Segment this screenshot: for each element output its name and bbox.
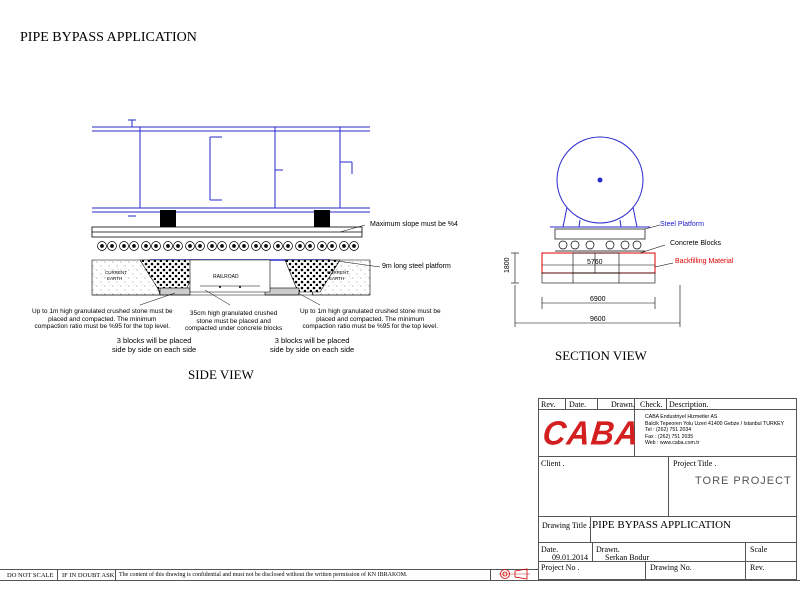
blocks-note-left: 3 blocks will be placed side by side on … (112, 336, 197, 354)
gravel-right (284, 259, 341, 293)
wheel-hub (232, 244, 236, 248)
right-stone-note: Up to 1m high granulated crushed stone m… (300, 308, 441, 330)
current-earth-left-2: EARTH (107, 276, 122, 281)
wheel-hub (276, 244, 280, 248)
scale-label: Scale (750, 545, 768, 554)
left-stone-note: Up to 1m high granulated crushed stone m… (32, 308, 173, 330)
current-earth-right-2: EARTH (329, 276, 344, 281)
wheel-hub (220, 244, 224, 248)
tb-description-header: Description. (669, 400, 709, 409)
wheel-hub (254, 244, 258, 248)
transporter (91, 226, 363, 238)
project-title-label: Project Title . (673, 459, 717, 468)
section-view-label: SECTION VIEW (555, 348, 647, 363)
wheel-hub (166, 244, 170, 248)
drawn-value: Serkan Bodur (605, 553, 650, 562)
confidential-note: The content of this drawing is confident… (119, 572, 408, 578)
support-block-right (314, 210, 330, 227)
projection-symbol-icon (499, 568, 530, 580)
wheel-hub (264, 244, 268, 248)
caba-logo: CABA (541, 414, 642, 452)
wheel-hub (154, 244, 158, 248)
dim-inner: 5760 (587, 259, 603, 266)
project-no-label: Project No . (541, 563, 580, 572)
concrete-block-left (159, 287, 191, 296)
dim-height: 1800 (504, 257, 511, 273)
tb-rev-header: Rev. (541, 400, 556, 409)
concrete-blocks-label: Concrete Blocks (670, 240, 721, 247)
wheel-hub (308, 244, 312, 248)
wheel-hub (342, 244, 346, 248)
wheel-hub (110, 244, 114, 248)
wheel-hub (188, 244, 192, 248)
railroad-label: RAILROAD (213, 274, 239, 280)
center-stone-note: 35cm high granulated crushed stone must … (185, 310, 283, 332)
tb-drawn-header: Drawn. (611, 400, 635, 409)
section-transporter (554, 228, 646, 252)
platform-note: 9m long steel platform (382, 263, 451, 270)
date-value: 09.01.2014 (552, 553, 588, 562)
wheel-hub (144, 244, 148, 248)
wheel-hub (320, 244, 324, 248)
side-view-drawing: RAILROAD CURRENT EARTH CURRENT EARTH (91, 119, 381, 306)
rev-label: Rev. (750, 563, 765, 572)
wheel-hub (132, 244, 136, 248)
wheel-hub (352, 244, 356, 248)
client-label: Client . (541, 459, 565, 468)
wheel-hub (198, 244, 202, 248)
company-info: CABA Endustriyel Hizmetler AS Balcik Tep… (645, 414, 785, 446)
drawing-title-label: Drawing Title . (542, 521, 591, 530)
current-earth-right-1: CURRENT (327, 270, 349, 275)
blocks-note-right: 3 blocks will be placed side by side on … (270, 336, 355, 354)
if-in-doubt: IF IN DOUBT ASK (62, 572, 115, 579)
title-block (538, 398, 797, 580)
wheel-hub (210, 244, 214, 248)
wheel-hub (298, 244, 302, 248)
dim-outer: 9600 (590, 316, 606, 323)
section-view-drawing: 1800 5760 6900 9600 (504, 136, 681, 327)
drawing-no-label: Drawing No. (650, 563, 692, 572)
railroad-bed (189, 259, 271, 293)
do-not-scale: DO NOT SCALE (7, 572, 54, 579)
tb-date-header: Date. (569, 400, 587, 409)
pipe-rack (92, 119, 370, 217)
date-label: Date. (541, 545, 559, 554)
support-block-left (160, 210, 176, 227)
wheel-hub (100, 244, 104, 248)
project-title-value: TORE PROJECT (695, 475, 792, 487)
transporter-wheels (97, 241, 359, 251)
page-title: PIPE BYPASS APPLICATION (20, 30, 197, 45)
wheel-hub (286, 244, 290, 248)
wheel-hub (330, 244, 334, 248)
wheel-hub (242, 244, 246, 248)
slope-note: Maximum slope must be %4 (370, 221, 458, 228)
side-view-label: SIDE VIEW (188, 367, 254, 382)
drawing-title-value: PIPE BYPASS APPLICATION (592, 519, 731, 531)
dim-mid: 6900 (590, 296, 606, 303)
backfilling-label: Backfilling Material (675, 258, 734, 265)
steel-platform-label: Steel Platform (660, 221, 704, 228)
current-earth-left-1: CURRENT (105, 270, 127, 275)
wheel-hub (122, 244, 126, 248)
tb-check-header: Check. (640, 400, 663, 409)
drawn-label: Drawn. (596, 545, 620, 554)
wheel-hub (176, 244, 180, 248)
